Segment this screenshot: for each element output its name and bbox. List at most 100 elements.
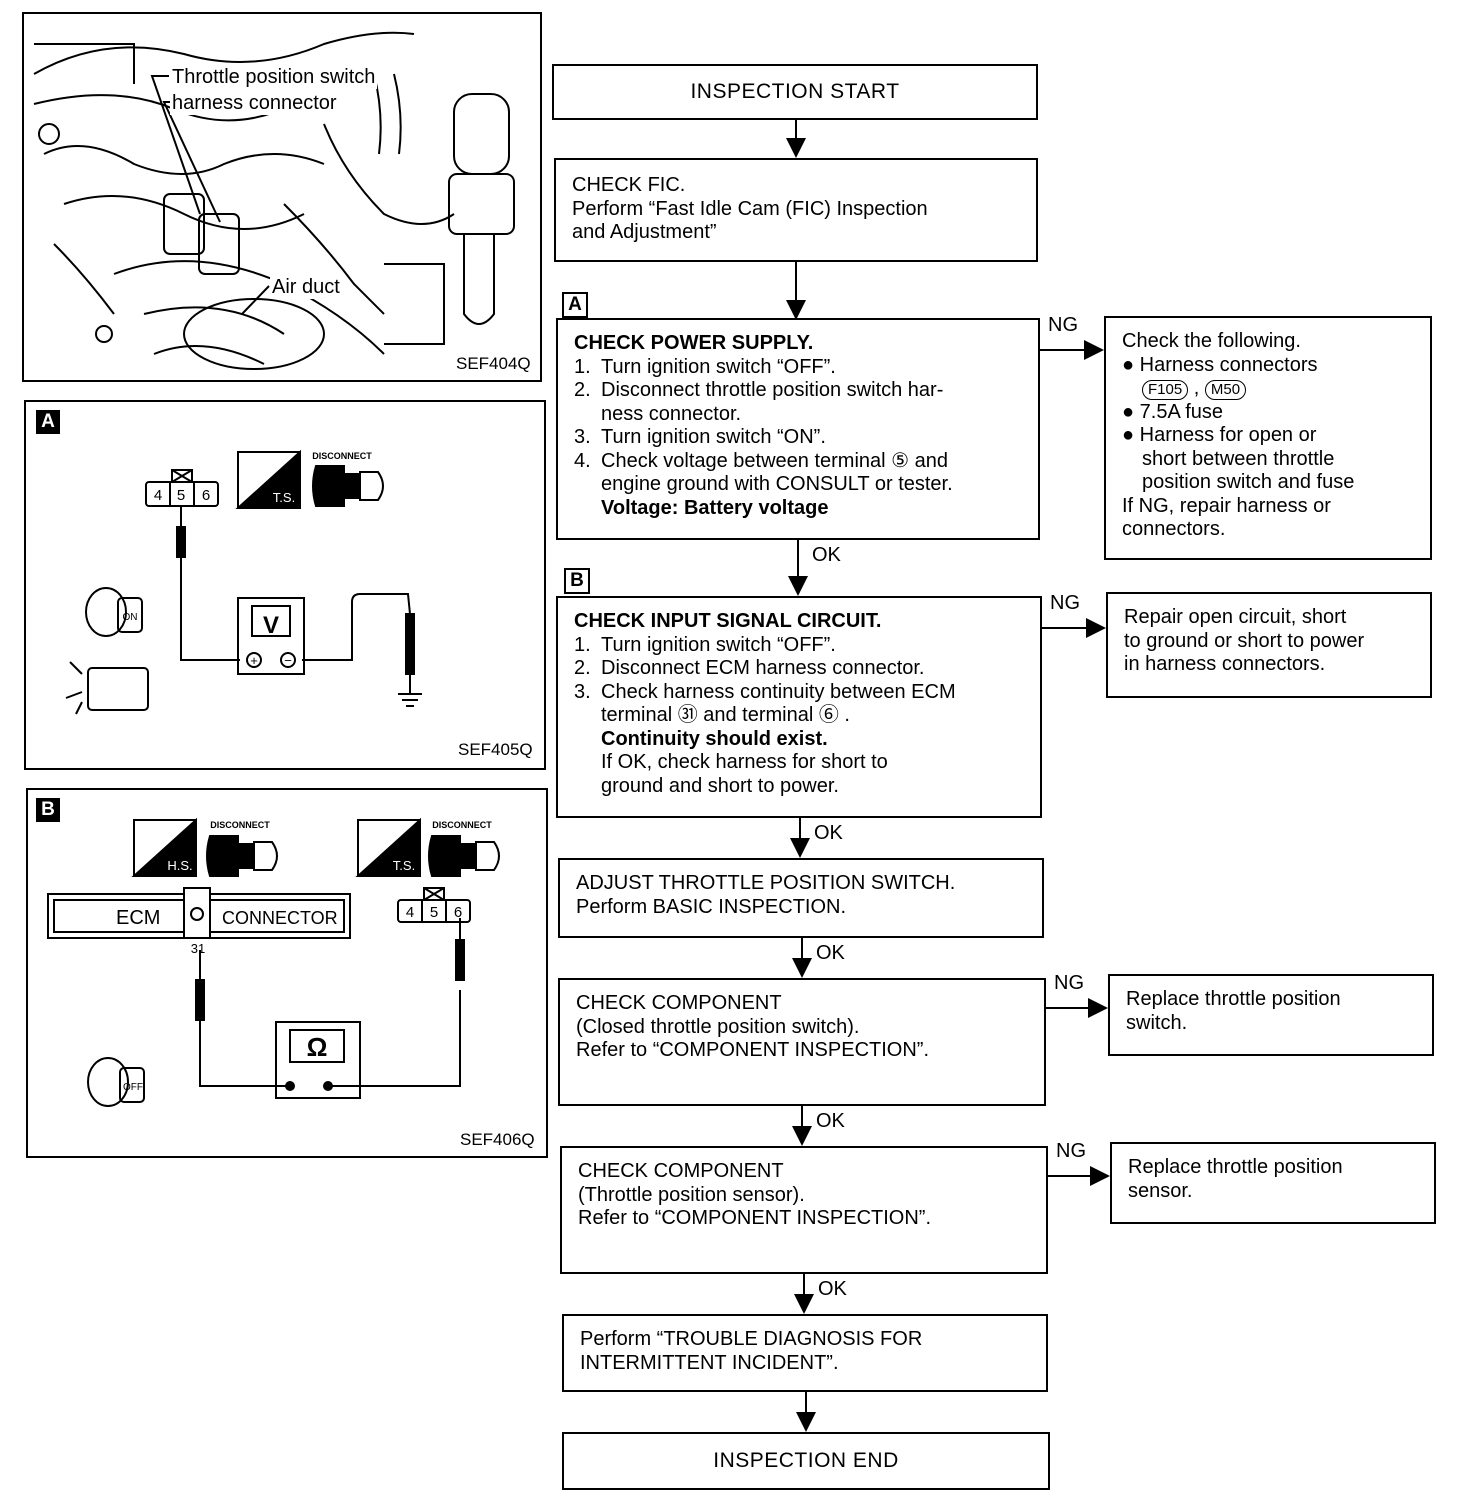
comp2-line2: (Throttle position sensor). (578, 1183, 805, 1206)
power-ng-bullet3-l2: short between throttle (1142, 447, 1335, 470)
comp1-ng-box: Replace throttle position switch. (1108, 974, 1434, 1056)
panel-b-tag: B (36, 798, 60, 822)
step-b-tag: B (564, 568, 590, 594)
input-step-1: Turn ignition switch “OFF”. (601, 633, 836, 656)
disconnect-label: DISCONNECT (312, 451, 372, 461)
comp1-line3: Refer to “COMPONENT INSPECTION”. (576, 1039, 930, 1061)
check-component-2-box: CHECK COMPONENT (Throttle position senso… (560, 1146, 1048, 1274)
ok-label-4: OK (816, 1110, 845, 1132)
power-result: Voltage: Battery voltage (601, 496, 829, 519)
input-ng-line1: Repair open circuit, short (1124, 606, 1347, 628)
adjust-line1: ADJUST THROTTLE POSITION SWITCH. (576, 872, 956, 894)
panel-b-continuity-test: B (26, 788, 548, 1158)
engine-photo-panel: Throttle position switch harness connect… (22, 12, 542, 382)
ng-label-4: NG (1056, 1140, 1086, 1162)
comp2-ng-box: Replace throttle position sensor. (1110, 1142, 1436, 1224)
power-ng-bullet2: 7.5A fuse (1139, 400, 1224, 423)
connector-m50: M50 (1204, 380, 1247, 400)
panel-b-pin-6: 6 (454, 904, 462, 921)
comp1-line1: CHECK COMPONENT (576, 992, 782, 1014)
bullet-icon: ● (1122, 424, 1140, 446)
power-ng-end2: connectors. (1122, 518, 1226, 540)
input-result: Continuity should exist. (601, 727, 828, 750)
hs-label: H.S. (167, 858, 192, 873)
ok-label-1: OK (812, 544, 841, 566)
comp1-ng-line2: switch. (1126, 1011, 1188, 1034)
disconnect-label-2: DISCONNECT (432, 820, 492, 830)
panel-a-pin-5: 5 (177, 487, 185, 504)
panel-a-tag: A (36, 410, 60, 434)
intermittent-incident-box: Perform “TROUBLE DIAGNOSIS FOR INTERMITT… (562, 1314, 1048, 1392)
comp1-line2: (Closed throttle position switch). (576, 1015, 860, 1038)
switch-label-line2: harness connector (170, 92, 339, 115)
comp1-ng-line1: Replace throttle position (1126, 988, 1341, 1010)
power-ng-bullet3-l1: Harness for open or (1139, 424, 1317, 446)
voltmeter-plus: + (250, 653, 258, 668)
figure-code: SEF404Q (456, 354, 531, 373)
step-a-tag: A (562, 292, 588, 318)
fic-line1: CHECK FIC. (572, 174, 686, 196)
input-after1: If OK, check harness for short to (601, 751, 888, 773)
adjust-tps-box: ADJUST THROTTLE POSITION SWITCH. Perform… (558, 858, 1044, 938)
power-step-3: Turn ignition switch “ON”. (601, 426, 826, 448)
fic-line2: Perform “Fast Idle Cam (FIC) Inspection (572, 197, 928, 220)
check-input-signal-box: CHECK INPUT SIGNAL CIRCUIT. 1.Turn ignit… (556, 596, 1042, 818)
comp2-ng-line2: sensor. (1128, 1179, 1193, 1202)
ng-label-2: NG (1050, 592, 1080, 614)
power-ng-title: Check the following. (1122, 330, 1301, 352)
figure-code: SEF406Q (460, 1130, 535, 1149)
check-component-1-box: CHECK COMPONENT (Closed throttle positio… (558, 978, 1046, 1106)
power-step-4-cont: engine ground with CONSULT or tester. (601, 473, 953, 495)
connector-f105: F105 (1142, 380, 1189, 400)
voltmeter-minus: − (284, 653, 292, 668)
adjust-line2: Perform BASIC INSPECTION. (576, 895, 847, 918)
power-step-2: Disconnect throttle position switch har- (601, 379, 944, 401)
ok-label-2: OK (814, 822, 843, 844)
voltmeter-label: V (263, 612, 279, 639)
check-fic-box: CHECK FIC. Perform “Fast Idle Cam (FIC) … (554, 158, 1038, 262)
air-duct-label: Air duct (270, 276, 342, 299)
input-step-3-cont: terminal ㉛ and terminal ⑥ . (601, 704, 850, 726)
ng-label-3: NG (1054, 972, 1084, 994)
ts-label: T.S. (393, 858, 415, 873)
power-ng-bullet3-l3: position switch and fuse (1142, 471, 1355, 493)
ok-label-3: OK (816, 942, 845, 964)
comp2-line3: Refer to “COMPONENT INSPECTION”. (578, 1207, 932, 1229)
ts-label: T.S. (273, 490, 295, 505)
ohmmeter-label: Ω (307, 1032, 328, 1062)
input-step-2: Disconnect ECM harness connector. (601, 657, 925, 679)
intermittent-line2: INTERMITTENT INCIDENT”. (580, 1351, 839, 1374)
terminal-31-label: 31 (191, 941, 205, 956)
comp2-ng-line1: Replace throttle position (1128, 1156, 1343, 1178)
switch-label-line1: Throttle position switch (170, 66, 378, 89)
power-ng-box: Check the following. ● Harness connector… (1104, 316, 1432, 560)
power-step-2-cont: ness connector. (601, 402, 742, 425)
intermittent-line1: Perform “TROUBLE DIAGNOSIS FOR (580, 1328, 923, 1350)
check-power-supply-box: CHECK POWER SUPPLY. 1.Turn ignition swit… (556, 318, 1040, 540)
power-step-4: Check voltage between terminal ⑤ and (601, 449, 949, 472)
power-step-1: Turn ignition switch “OFF”. (601, 355, 836, 378)
fic-line3: and Adjustment” (572, 221, 717, 243)
ignition-on-label: ON (123, 612, 138, 623)
bullet-icon: ● (1122, 353, 1140, 376)
input-after2: ground and short to power. (601, 774, 839, 797)
panel-b-pin-5: 5 (430, 904, 438, 921)
inspection-end-box: INSPECTION END (562, 1432, 1050, 1490)
power-title: CHECK POWER SUPPLY. (574, 332, 814, 354)
ok-label-5: OK (818, 1278, 847, 1300)
power-ng-end1: If NG, repair harness or (1122, 494, 1331, 517)
bullet-icon: ● (1122, 400, 1140, 423)
ecm-label: ECM (116, 907, 160, 929)
ng-label-1: NG (1048, 314, 1078, 336)
input-ng-line2: to ground or short to power (1124, 629, 1365, 652)
power-ng-bullet1: Harness connectors (1139, 353, 1318, 376)
panel-a-pin-4: 4 (154, 487, 162, 504)
panel-a-power-test: A (24, 400, 546, 770)
connector-label: CONNECTOR (222, 908, 338, 928)
input-title: CHECK INPUT SIGNAL CIRCUIT. (574, 610, 882, 632)
input-step-3: Check harness continuity between ECM (601, 680, 956, 703)
disconnect-label-1: DISCONNECT (210, 820, 270, 830)
inspection-start-box: INSPECTION START (552, 64, 1038, 120)
panel-b-pin-4: 4 (406, 904, 414, 921)
figure-code: SEF405Q (458, 740, 533, 759)
